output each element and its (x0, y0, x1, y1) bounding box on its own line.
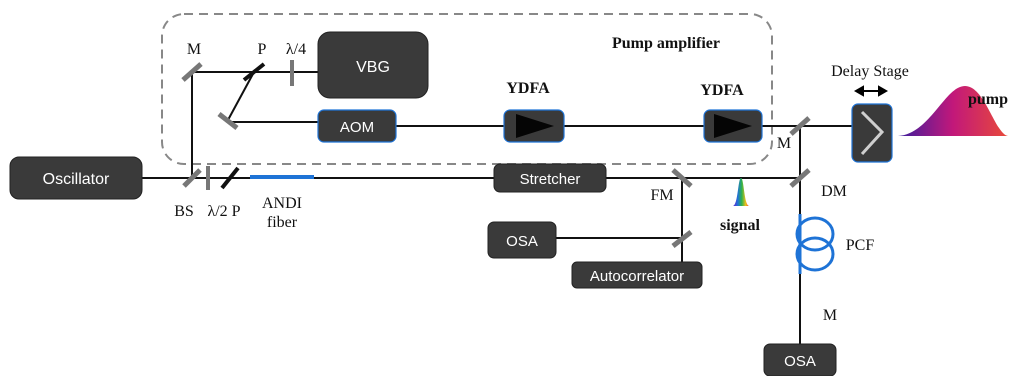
ydfa-2 (703, 109, 763, 143)
osa-left-label: OSA (506, 233, 538, 250)
ydfa-1 (503, 109, 565, 143)
flip-mirror-top (671, 168, 693, 188)
pump-amplifier-label: Pump amplifier (612, 35, 720, 52)
stretcher-label: Stretcher (520, 171, 581, 188)
half-wave-p-label: λ/2 P (207, 203, 240, 220)
vbg-label: VBG (356, 59, 390, 76)
aom-block: AOM (317, 109, 397, 143)
vbg-block: VBG (317, 31, 429, 99)
amplifier-triangle-icon (714, 114, 752, 138)
andi-label-line1: ANDI (262, 195, 302, 212)
stretcher-block: Stretcher (493, 163, 607, 193)
mirror-lower-left (217, 112, 239, 130)
text-labels: Pump amplifier YDFA YDFA Delay Stage pum… (174, 35, 1008, 324)
osa-left-block: OSA (487, 221, 557, 259)
quarter-wave-label: λ/4 (286, 41, 306, 58)
autocorrelator-label: Autocorrelator (590, 268, 684, 285)
delay-stage-label: Delay Stage (831, 63, 909, 80)
p-top-label: P (258, 41, 267, 58)
optics (181, 60, 811, 248)
mirror-right (789, 116, 811, 136)
fm-label: FM (650, 187, 673, 204)
autocorrelator-block: Autocorrelator (571, 261, 703, 289)
m-bottom-label: M (823, 307, 837, 324)
pump-label: pump (968, 91, 1008, 108)
polarizer-bottom (220, 166, 240, 190)
ydfa-1-label: YDFA (506, 80, 550, 97)
beam-p-diagonal (227, 71, 255, 121)
spectrum-icon (733, 178, 749, 206)
double-arrow-icon (853, 85, 889, 97)
osa-bottom-label: OSA (784, 353, 816, 370)
pump-amplifier-box (161, 13, 773, 165)
signal-label: signal (720, 217, 761, 234)
oscillator-label: Oscillator (43, 171, 110, 188)
fiber-coil-icon (795, 214, 835, 274)
pcf-label: PCF (846, 237, 875, 254)
bs-label: BS (174, 203, 194, 220)
osa-bottom-block: OSA (763, 343, 837, 376)
beam-paths (142, 71, 852, 344)
dichroic-mirror (789, 168, 811, 188)
m-right-label: M (777, 135, 791, 152)
m-top-label: M (187, 41, 201, 58)
retroreflector-icon (860, 110, 885, 156)
dm-label: DM (821, 183, 847, 200)
andi-label-line2: fiber (267, 214, 298, 231)
polarizer-top (242, 62, 266, 82)
aom-label: AOM (340, 119, 374, 136)
delay-stage (851, 85, 893, 163)
pump-pulse-icon (898, 86, 1008, 136)
amplifier-triangle-icon (516, 114, 554, 138)
beam-splitter (182, 168, 202, 188)
ydfa-2-label: YDFA (700, 82, 744, 99)
mirror-top-left (181, 62, 203, 82)
flip-mirror-bottom (671, 230, 693, 248)
oscillator-block: Oscillator (9, 156, 143, 200)
